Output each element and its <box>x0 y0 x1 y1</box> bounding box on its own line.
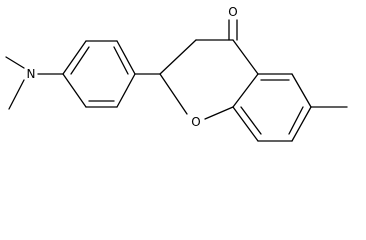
c4-c4a-bond <box>232 39 259 75</box>
phenyl-ring <box>62 40 136 108</box>
benzo-bond-2 <box>232 106 259 142</box>
c2-o1-bond <box>159 73 188 115</box>
carbonyl-oxygen-label: O <box>228 5 237 19</box>
amine-nitrogen-label: N <box>27 67 36 81</box>
benzo-double-bond-a <box>240 106 262 135</box>
phenyl-bond-4 <box>116 73 136 108</box>
ring-oxygen-label: O <box>191 115 200 129</box>
carbonyl-group <box>228 19 238 41</box>
benzo-double-bond-b <box>288 106 304 135</box>
benzo-ring <box>232 73 312 142</box>
benzo-bond-4 <box>291 106 312 142</box>
dimethylamino-group <box>5 56 64 110</box>
benzo-bond-1 <box>232 73 259 108</box>
phenyl-bond-1 <box>62 40 87 75</box>
phenyl-bond-3 <box>116 40 136 75</box>
c2-c3-bond <box>159 39 197 75</box>
benzo-bond-5 <box>291 73 312 108</box>
o1-c8a-bond <box>204 106 234 120</box>
n-methyl-bond-lower <box>8 79 25 110</box>
phenyl-double-bond-b <box>113 46 129 75</box>
phenyl-bond-6 <box>62 73 87 108</box>
phenyl-double-bond-a <box>70 46 90 75</box>
chromanone-ring <box>159 39 259 120</box>
chemical-structure: N O O <box>5 5 348 142</box>
n-methyl-bond-upper <box>5 56 25 69</box>
